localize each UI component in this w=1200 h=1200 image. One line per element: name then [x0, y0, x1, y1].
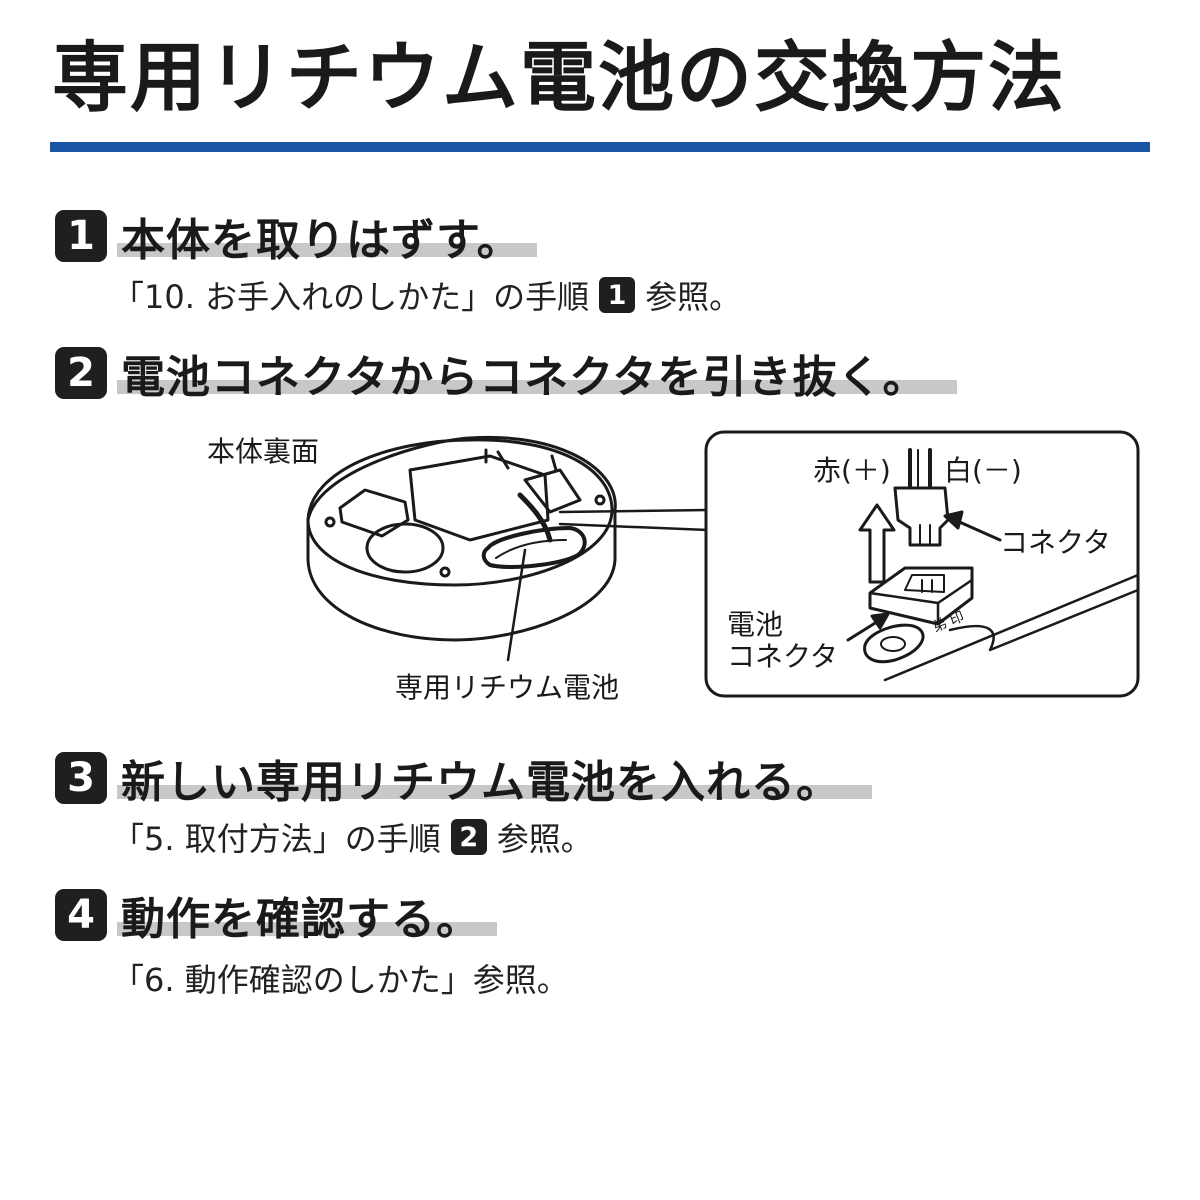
note-ref-badge: 2 — [450, 819, 487, 855]
body-back-label: 本体裏面 — [207, 435, 320, 468]
step-number-badge: 3 — [55, 752, 107, 804]
step-2-heading: 2 電池コネクタからコネクタを引き抜く。 — [55, 343, 927, 403]
page-title: 専用リチウム電池の交換方法 — [52, 33, 1066, 122]
step-4-note: 「6. 動作確認のしかた」参照。 — [112, 955, 569, 1001]
red-plus-label: 赤(＋) — [813, 454, 891, 487]
step-text: 本体を取りはずす。 — [121, 215, 522, 266]
title-rule — [50, 142, 1150, 152]
step-1-underline — [117, 243, 537, 257]
connector-label: コネクタ — [1000, 526, 1111, 559]
note-text-after: 参照。 — [496, 820, 593, 858]
step-number-badge: 1 — [55, 210, 107, 262]
note-text-after: 参照。 — [645, 278, 742, 316]
step-text: 動作を確認する。 — [121, 894, 481, 945]
note-text: 「5. 取付方法」の手順 — [112, 820, 441, 858]
step-3-underline — [117, 785, 872, 799]
note-ref-badge: 1 — [599, 277, 636, 313]
step-number-badge: 2 — [55, 347, 107, 399]
battery-connector-label-line2: コネクタ — [727, 640, 838, 673]
battery-label: 専用リチウム電池 — [395, 671, 620, 704]
detector-body-drawing — [306, 435, 710, 662]
note-text: 「6. 動作確認のしかた」参照。 — [112, 961, 569, 999]
step-3-note: 「5. 取付方法」の手順 2 参照。 — [112, 814, 593, 860]
step-1-heading: 1 本体を取りはずす。 — [55, 206, 522, 266]
step-4-underline — [117, 922, 497, 936]
white-minus-label: 白(－) — [944, 454, 1022, 487]
step-2-underline — [117, 380, 957, 394]
step-text: 電池コネクタからコネクタを引き抜く。 — [121, 352, 928, 403]
connector-zoom-box — [704, 430, 1140, 698]
step-1-note: 「10. お手入れのしかた」の手順 1 参照。 — [112, 272, 741, 318]
step-number-badge: 4 — [55, 889, 107, 941]
note-text: 「10. お手入れのしかた」の手順 — [112, 278, 590, 316]
step-text: 新しい専用リチウム電池を入れる。 — [121, 757, 841, 808]
battery-connector-label-line1: 電池 — [727, 608, 784, 641]
step-4-heading: 4 動作を確認する。 — [55, 885, 481, 945]
step-3-heading: 3 新しい専用リチウム電池を入れる。 — [55, 748, 841, 808]
